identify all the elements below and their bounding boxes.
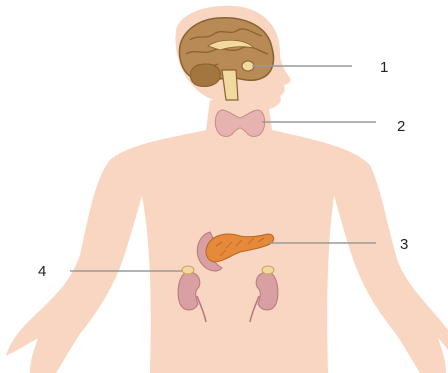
cerebellum [190,64,220,86]
right-adrenal-gland [262,266,274,274]
left-adrenal-gland [182,266,194,274]
label-4: 4 [38,263,46,280]
right-kidney [256,272,278,310]
label-1: 1 [380,59,388,76]
label-3: 3 [400,236,408,253]
left-kidney [178,272,200,310]
label-2: 2 [397,118,405,135]
